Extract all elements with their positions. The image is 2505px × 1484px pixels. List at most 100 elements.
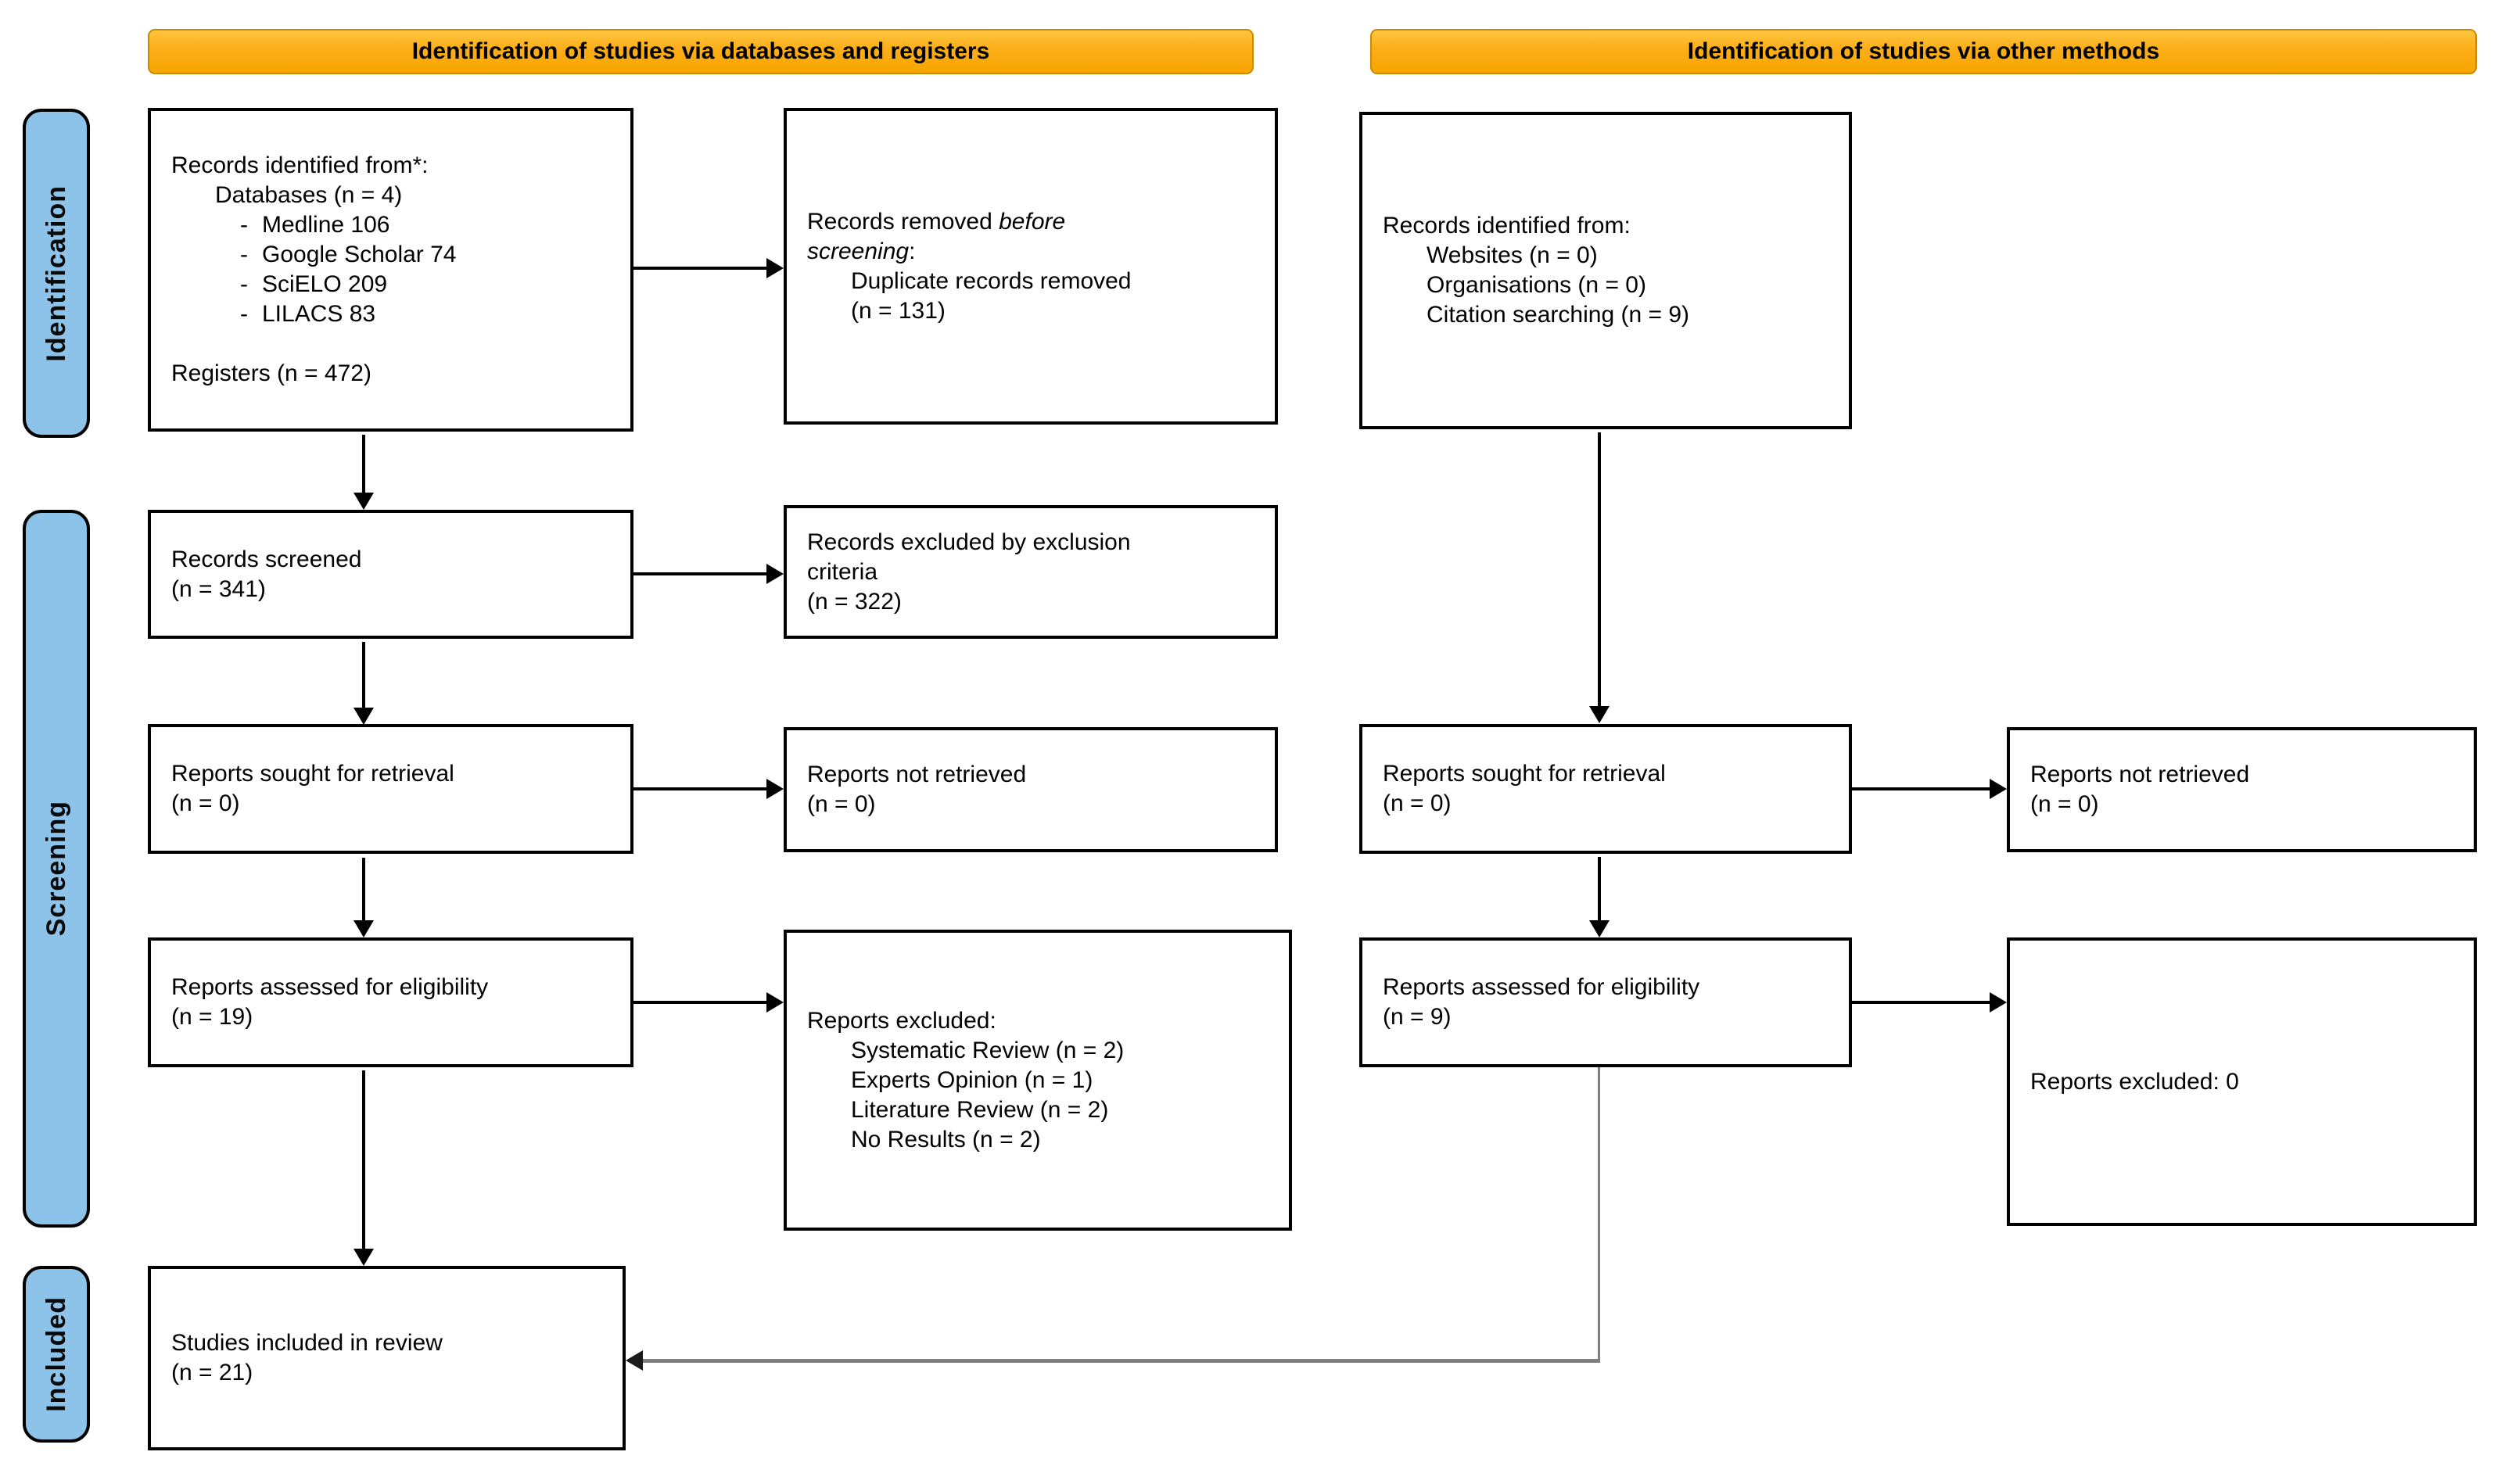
- arrow-identified-to-screened-head: [353, 493, 374, 510]
- studies-included-count: (n = 21): [171, 1360, 253, 1385]
- arrow-identified-to-removed-line: [633, 267, 768, 270]
- stage-screening: Screening: [23, 510, 90, 1228]
- arrow-sought-to-not-retrieved-head: [766, 779, 784, 799]
- reports-sought-count: (n = 0): [171, 790, 240, 816]
- box-reports-assessed-other: Reports assessed for eligibility (n = 9): [1359, 937, 1852, 1067]
- arrow-sought-to-assessed-line: [362, 858, 365, 922]
- banner-databases-registers-label: Identification of studies via databases …: [411, 38, 990, 64]
- banner-databases-registers: Identification of studies via databases …: [148, 29, 1254, 74]
- box-records-removed-before-screening: Records removed before screening: Duplic…: [784, 108, 1278, 425]
- spacer: [171, 329, 616, 359]
- other-source: Organisations (n = 0): [1427, 272, 1646, 298]
- arrow-other-assessed-to-excluded-head: [1990, 992, 2007, 1013]
- arrow-screened-to-sought-line: [362, 642, 365, 709]
- box-reports-excluded-eligibility: Reports excluded: Systematic Review (n =…: [784, 930, 1292, 1231]
- records-removed-colon: :: [909, 238, 916, 264]
- reports-excluded-other-label: Reports excluded: 0: [2030, 1068, 2239, 1095]
- other-source: Citation searching (n = 9): [1427, 302, 1690, 328]
- arrow-other-identified-to-sought-head: [1589, 706, 1610, 723]
- reports-assessed-label: Reports assessed for eligibility: [1383, 974, 1700, 1000]
- stage-identification: Identification: [23, 109, 90, 438]
- arrow-other-assessed-to-included-head: [626, 1350, 643, 1371]
- duplicates-removed-count: (n = 131): [851, 297, 946, 324]
- database-item: - Medline 106: [171, 210, 616, 240]
- box-records-identified-databases: Records identified from*: Databases (n =…: [148, 108, 633, 432]
- arrow-sought-to-not-retrieved-line: [633, 787, 768, 790]
- banner-other-methods-label: Identification of studies via other meth…: [1687, 38, 2160, 64]
- exclusion-reason: Experts Opinion (n = 1): [851, 1066, 1093, 1093]
- box-reports-sought-other: Reports sought for retrieval (n = 0): [1359, 724, 1852, 854]
- arrow-other-assessed-to-excluded-line: [1852, 1001, 1991, 1004]
- stage-included: Included: [23, 1266, 90, 1443]
- records-removed-pre: Records removed: [807, 208, 999, 235]
- arrow-identified-to-screened-line: [362, 435, 365, 494]
- arrow-screened-to-excluded-line: [633, 572, 768, 575]
- arrow-other-sought-to-not-retrieved-head: [1990, 779, 2007, 799]
- box-reports-excluded-other: Reports excluded: 0: [2007, 937, 2477, 1226]
- arrow-assessed-to-included-head: [353, 1249, 374, 1266]
- dash-bullet: -: [240, 271, 248, 297]
- arrow-assessed-to-excluded-head: [766, 992, 784, 1013]
- database-item-label: SciELO 209: [262, 271, 388, 297]
- registers-count: Registers (n = 472): [171, 360, 371, 386]
- arrow-assessed-to-excluded-line: [633, 1001, 768, 1004]
- arrow-other-assessed-to-included-horizontal: [643, 1359, 1600, 1363]
- dash-bullet: -: [240, 301, 248, 327]
- records-identified-heading: Records identified from*:: [171, 152, 429, 178]
- records-screened-count: (n = 341): [171, 575, 266, 602]
- box-records-identified-other: Records identified from: Websites (n = 0…: [1359, 112, 1852, 429]
- box-studies-included: Studies included in review (n = 21): [148, 1266, 626, 1450]
- box-reports-not-retrieved-other: Reports not retrieved (n = 0): [2007, 727, 2477, 852]
- box-reports-assessed-databases: Reports assessed for eligibility (n = 19…: [148, 937, 633, 1067]
- reports-sought-label: Reports sought for retrieval: [1383, 761, 1666, 787]
- arrow-screened-to-excluded-head: [766, 564, 784, 584]
- database-item-label: LILACS 83: [262, 301, 376, 327]
- other-source: Websites (n = 0): [1427, 242, 1598, 268]
- stage-screening-label: Screening: [41, 801, 71, 937]
- database-item-label: Google Scholar 74: [262, 242, 457, 267]
- box-records-screened: Records screened (n = 341): [148, 510, 633, 639]
- dash-bullet: -: [240, 212, 248, 238]
- arrow-assessed-to-included-line: [362, 1070, 365, 1250]
- database-item: - LILACS 83: [171, 299, 616, 329]
- arrow-other-sought-to-assessed-line: [1598, 857, 1601, 921]
- reports-excluded-heading: Reports excluded:: [807, 1007, 996, 1034]
- stage-included-label: Included: [41, 1296, 71, 1412]
- databases-count: Databases (n = 4): [215, 182, 403, 208]
- records-excluded-line1: Records excluded by exclusion: [807, 529, 1131, 555]
- arrow-screened-to-sought-head: [353, 708, 374, 725]
- exclusion-reason: No Results (n = 2): [851, 1126, 1041, 1152]
- duplicates-removed: Duplicate records removed: [851, 267, 1132, 294]
- arrow-other-sought-to-not-retrieved-line: [1852, 787, 1991, 790]
- arrow-sought-to-assessed-head: [353, 920, 374, 937]
- reports-assessed-count: (n = 9): [1383, 1004, 1452, 1030]
- box-records-excluded-screening: Records excluded by exclusion criteria (…: [784, 505, 1278, 639]
- arrow-other-assessed-to-included-vertical: [1598, 1067, 1600, 1362]
- reports-not-retrieved-count: (n = 0): [807, 791, 876, 817]
- arrow-other-identified-to-sought-line: [1598, 432, 1601, 708]
- studies-included-label: Studies included in review: [171, 1330, 443, 1356]
- database-item: - SciELO 209: [171, 270, 616, 299]
- database-item-label: Medline 106: [262, 212, 390, 238]
- reports-not-retrieved-label: Reports not retrieved: [807, 762, 1027, 787]
- exclusion-reason: Systematic Review (n = 2): [851, 1037, 1125, 1063]
- reports-sought-label: Reports sought for retrieval: [171, 761, 454, 787]
- reports-assessed-count: (n = 19): [171, 1004, 253, 1030]
- reports-not-retrieved-label: Reports not retrieved: [2030, 762, 2250, 787]
- dash-bullet: -: [240, 242, 248, 267]
- reports-not-retrieved-count: (n = 0): [2030, 791, 2099, 817]
- records-removed-line2: screening:: [807, 237, 1261, 267]
- database-item: - Google Scholar 74: [171, 240, 616, 270]
- stage-identification-label: Identification: [41, 185, 71, 362]
- banner-other-methods: Identification of studies via other meth…: [1370, 29, 2477, 74]
- records-excluded-line2: criteria: [807, 558, 878, 585]
- records-removed-italic2: screening: [807, 238, 910, 264]
- arrow-other-sought-to-assessed-head: [1589, 920, 1610, 937]
- records-screened-label: Records screened: [171, 546, 362, 572]
- exclusion-reason: Literature Review (n = 2): [851, 1096, 1109, 1123]
- reports-sought-count: (n = 0): [1383, 790, 1452, 816]
- records-excluded-count: (n = 322): [807, 588, 902, 615]
- records-removed-italic1: before: [999, 208, 1066, 235]
- arrow-identified-to-removed-head: [766, 258, 784, 278]
